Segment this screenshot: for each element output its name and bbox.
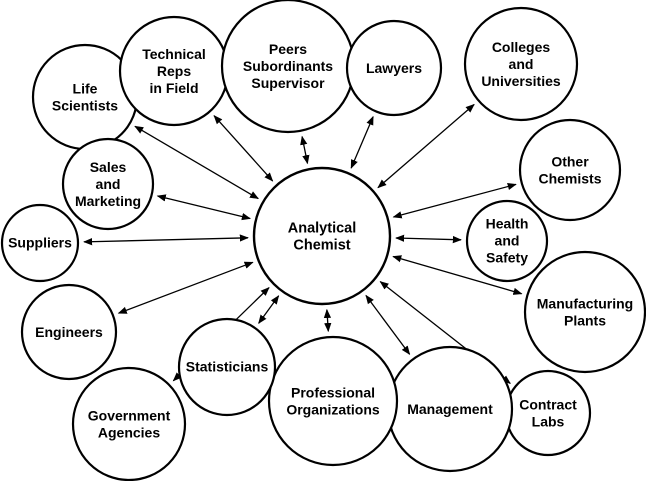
arrow-technical-reps-in-field: [213, 115, 274, 182]
label-line: and: [509, 56, 534, 72]
label-line: Government: [88, 407, 171, 423]
node-circle: [71, 366, 187, 481]
node-management: Management: [386, 345, 514, 473]
label-line: Technical: [142, 46, 206, 62]
label-line: Reps: [157, 63, 191, 79]
arrow-management: [365, 294, 411, 356]
arrow-colleges-and-universities: [377, 103, 475, 189]
label-line: in Field: [150, 80, 199, 96]
node-label: Lawyers: [366, 60, 422, 76]
arrow-other-chemists: [392, 182, 517, 219]
node-circle: [345, 19, 443, 117]
node-lawyers: Lawyers: [345, 19, 443, 117]
node-circle: [463, 6, 579, 122]
node-label: Suppliers: [8, 235, 72, 251]
label-line: Manufacturing: [537, 295, 633, 311]
arrow-peers-subordinants-supervisor: [300, 135, 310, 165]
label-line: Suppliers: [8, 235, 72, 251]
center-circle: [252, 166, 392, 306]
label-line: Chemist: [293, 238, 350, 254]
arrow-health-and-safety: [395, 234, 462, 244]
node-circle: [20, 283, 118, 381]
arrow-life-scientists: [134, 125, 259, 200]
label-line: Life: [73, 80, 98, 96]
label-line: and: [495, 233, 520, 249]
label-line: and: [96, 176, 121, 192]
label-line: Sales: [90, 159, 127, 175]
label-line: Colleges: [492, 39, 551, 55]
label-line: Lawyers: [366, 60, 422, 76]
arrow-engineers: [117, 261, 254, 314]
label-line: Marketing: [75, 193, 141, 209]
label-line: Universities: [481, 73, 561, 89]
node-label: Engineers: [35, 324, 103, 340]
arrow-professional-organizations: [323, 308, 332, 333]
node-circle: [61, 137, 155, 231]
label-line: Labs: [532, 413, 565, 429]
label-line: Contract: [519, 396, 577, 412]
node-statisticians: Statisticians: [177, 317, 277, 417]
node-circle: [267, 335, 399, 467]
label-line: Agencies: [98, 424, 160, 440]
node-engineers: Engineers: [20, 283, 118, 381]
label-line: Supervisor: [251, 75, 325, 91]
node-circle: [523, 250, 646, 374]
label-line: Plants: [564, 312, 606, 328]
label-line: Safety: [486, 250, 528, 266]
label-line: Professional: [291, 384, 375, 400]
label-line: Management: [407, 401, 493, 417]
node-circle: [518, 118, 622, 222]
label-line: Scientists: [52, 97, 118, 113]
label-line: Chemists: [538, 170, 601, 186]
node-suppliers: Suppliers: [0, 203, 80, 283]
node-label: Management: [407, 401, 493, 417]
label-line: Analytical: [288, 221, 357, 237]
label-line: Statisticians: [186, 359, 269, 375]
arrow-sales-and-marketing: [156, 194, 251, 221]
arrow-lawyers: [350, 115, 374, 169]
label-line: Other: [551, 153, 589, 169]
arrow-suppliers: [83, 234, 249, 246]
arrow-statisticians: [258, 295, 280, 325]
label-line: Organizations: [286, 401, 380, 417]
label-line: Health: [486, 216, 529, 232]
node-circle: [0, 203, 80, 283]
label-line: Subordinants: [243, 58, 333, 74]
node-label: Statisticians: [186, 359, 269, 375]
node-circle: [177, 317, 277, 417]
label-line: Engineers: [35, 324, 103, 340]
node-circle: [465, 199, 549, 283]
label-line: Peers: [269, 41, 307, 57]
